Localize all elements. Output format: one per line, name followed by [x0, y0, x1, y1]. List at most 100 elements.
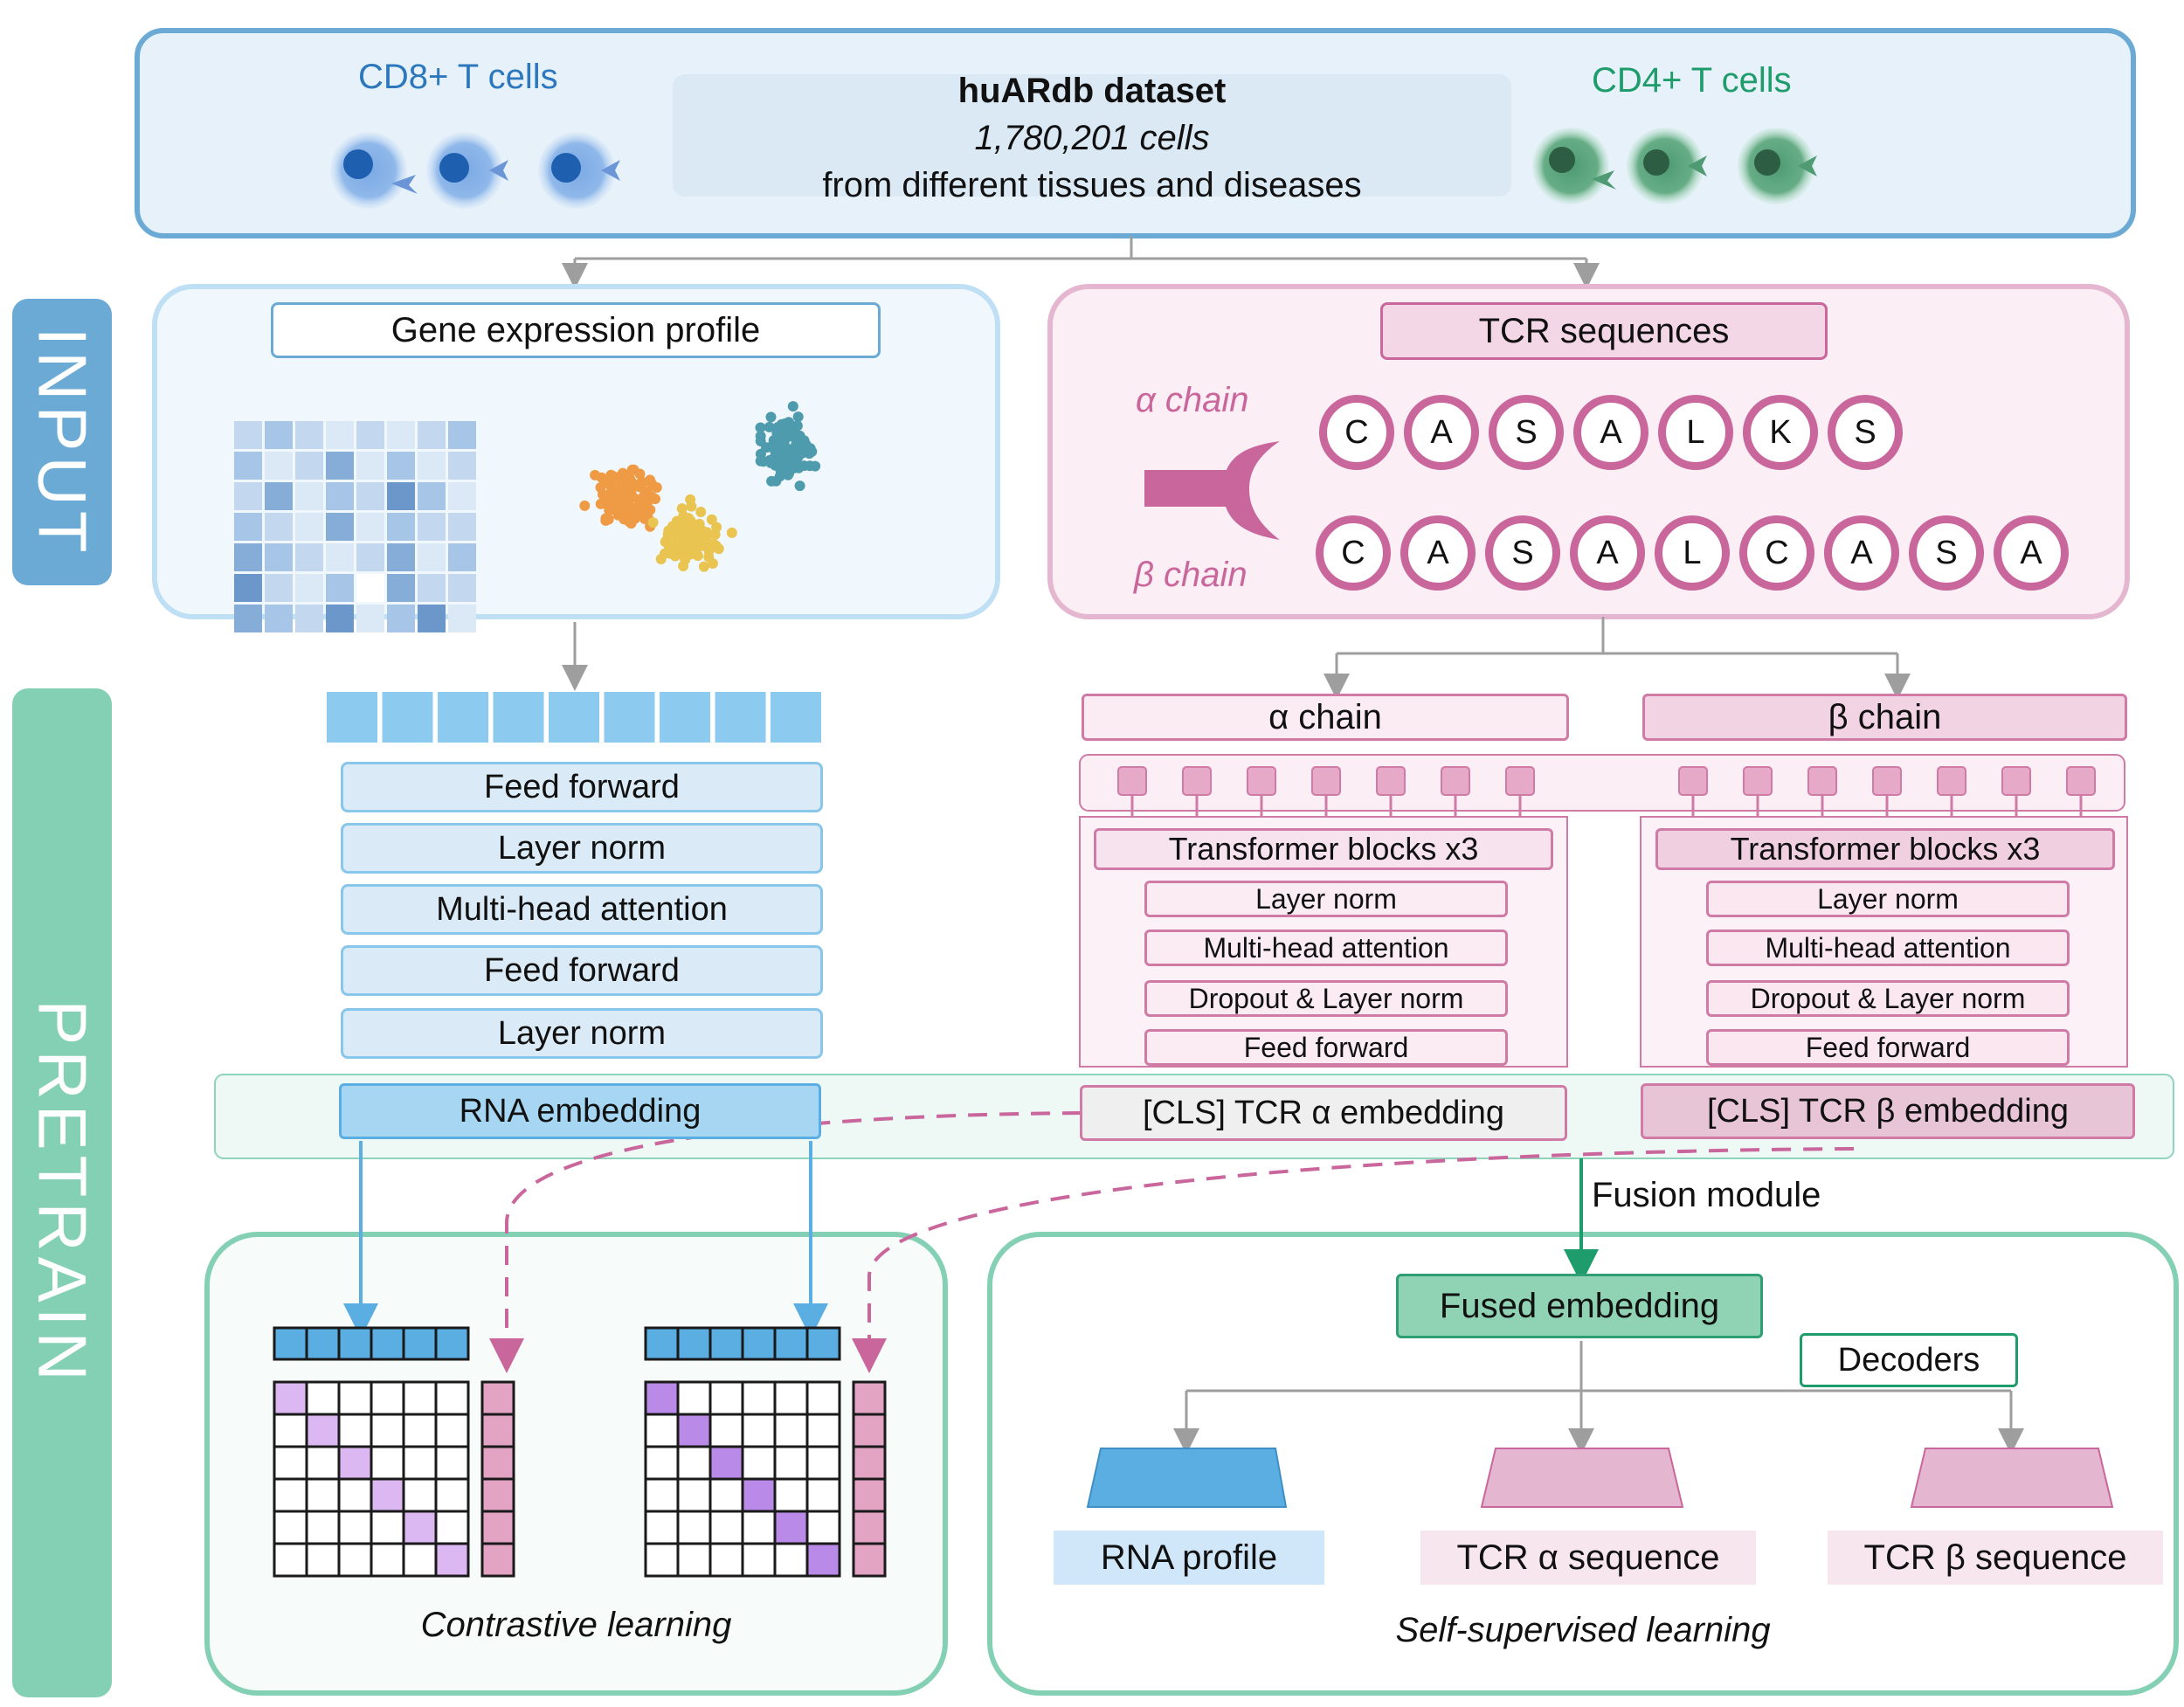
heatmap-cell [326, 543, 354, 571]
similarity-cell [402, 1445, 438, 1481]
heatmap-cell [356, 421, 384, 449]
similarity-cell [676, 1380, 712, 1416]
similarity-cell [741, 1477, 777, 1513]
tcr-token [1678, 766, 1708, 796]
similarity-cell [370, 1413, 405, 1448]
beta-residue: C [1739, 515, 1814, 591]
transformer-layer: Feed forward [1706, 1029, 2070, 1066]
gene-expression-title: Gene expression profile [271, 302, 881, 358]
cd4-cell-icons [1532, 128, 1817, 204]
heatmap-cell [448, 543, 476, 571]
rna-token [438, 692, 488, 743]
contrastive-matrix-right [644, 1326, 887, 1578]
rna-token [715, 692, 766, 743]
heatmap-cell [387, 574, 415, 602]
tcr-token [1311, 766, 1341, 796]
tcr-embedding-cell [480, 1445, 515, 1481]
similarity-cell [773, 1510, 809, 1545]
scatter-point [600, 513, 612, 524]
scatter-point [686, 526, 697, 537]
tcr-token [1807, 766, 1837, 796]
similarity-cell [708, 1477, 744, 1513]
similarity-cell [434, 1477, 470, 1513]
beta-residue: A [1994, 515, 2069, 591]
similarity-cell [434, 1510, 470, 1545]
similarity-cell [434, 1413, 470, 1448]
heatmap-cell [387, 452, 415, 480]
heatmap-cell [295, 482, 323, 510]
similarity-cell [708, 1445, 744, 1481]
similarity-cell [644, 1510, 680, 1545]
similarity-cell [676, 1413, 712, 1448]
rna-embedding-cell [337, 1326, 373, 1361]
transformer-layer: Layer norm [1706, 881, 2070, 917]
similarity-cell [273, 1380, 308, 1416]
gene-heatmap-icon [234, 421, 476, 632]
rna-decoder-shape [1086, 1448, 1288, 1508]
heatmap-cell [418, 513, 446, 541]
heatmap-cell [448, 452, 476, 480]
similarity-cell [708, 1413, 744, 1448]
tcr-token [1376, 766, 1406, 796]
tcr-sequences-title: TCR sequences [1380, 302, 1828, 360]
scatter-point [713, 543, 724, 555]
scatter-point [619, 473, 631, 484]
heatmap-cell [234, 452, 262, 480]
tcr-token [2066, 766, 2096, 796]
heatmap-cell [448, 421, 476, 449]
heatmap-cell [448, 482, 476, 510]
similarity-cell [434, 1445, 470, 1481]
heatmap-cell [448, 513, 476, 541]
scatter-point [633, 498, 645, 508]
similarity-cell [805, 1413, 841, 1448]
beta-residue: A [1824, 515, 1899, 591]
heatmap-cell [448, 605, 476, 632]
heatmap-cell [326, 574, 354, 602]
rna-embedding-cell [741, 1326, 777, 1361]
similarity-cell [337, 1380, 373, 1416]
alpha-residue: A [1404, 395, 1479, 470]
rna-encoder-layer: Feed forward [341, 762, 823, 812]
tcr-token [1872, 766, 1902, 796]
similarity-cell [708, 1542, 744, 1578]
transformer-layer: Dropout & Layer norm [1706, 980, 2070, 1017]
alpha-chain-label: α chain [1136, 381, 1249, 419]
tcr-token-strip [1117, 766, 2096, 828]
alpha-residue: L [1658, 395, 1733, 470]
rna-encoder-layer: Multi-head attention [341, 884, 823, 935]
heatmap-cell [265, 452, 293, 480]
self-supervised-learning-label: Self-supervised learning [1395, 1610, 1771, 1649]
heatmap-cell [418, 605, 446, 632]
similarity-cell [305, 1445, 341, 1481]
tcr-embedding-cell [480, 1510, 515, 1545]
scatter-point [660, 536, 671, 548]
heatmap-cell [265, 482, 293, 510]
transformer-layer: Feed forward [1144, 1029, 1508, 1066]
beta-residue: S [1909, 515, 1984, 591]
fused-embedding: Fused embedding [1396, 1274, 1763, 1338]
alpha-residue: S [1489, 395, 1564, 470]
beta-residue: A [1400, 515, 1476, 591]
similarity-cell [805, 1380, 841, 1416]
rna-token [660, 692, 710, 743]
similarity-cell [273, 1413, 308, 1448]
scatter-point [645, 504, 656, 515]
similarity-cell [370, 1477, 405, 1513]
similarity-cell [741, 1445, 777, 1481]
transformer-layer: Dropout & Layer norm [1144, 980, 1508, 1017]
heatmap-cell [418, 452, 446, 480]
transformer-layer: Layer norm [1144, 881, 1508, 917]
contrastive-learning-label: Contrastive learning [420, 1605, 732, 1644]
similarity-cell [305, 1477, 341, 1513]
rna-encoder-layer: Feed forward [341, 945, 823, 996]
rna-embedding-cell [644, 1326, 680, 1361]
rna-embedding: RNA embedding [339, 1083, 821, 1139]
similarity-cell [676, 1477, 712, 1513]
rna-embedding-cell [402, 1326, 438, 1361]
scatter-point [686, 501, 697, 512]
scatter-point [791, 446, 803, 458]
tcr-beta-decoder-shape [1910, 1448, 2114, 1508]
heatmap-cell [234, 482, 262, 510]
scatter-point [793, 462, 805, 473]
similarity-cell [741, 1413, 777, 1448]
